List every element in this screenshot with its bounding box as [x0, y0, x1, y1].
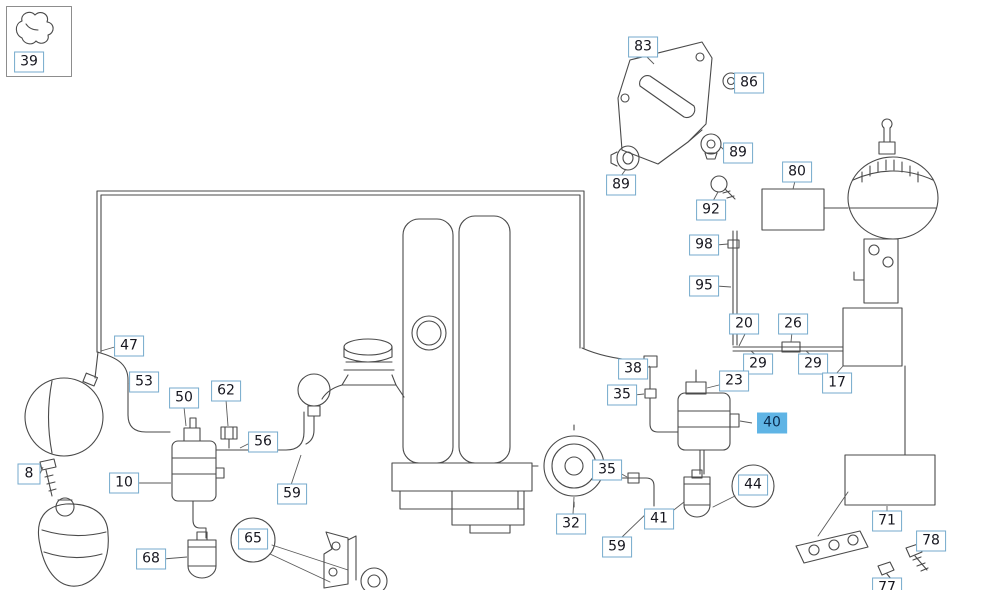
- part-label-77[interactable]: 77: [872, 577, 902, 590]
- part-label-23[interactable]: 23: [719, 370, 749, 392]
- part-label-10[interactable]: 10: [109, 472, 139, 494]
- part-label-50[interactable]: 50: [169, 387, 199, 409]
- part-label-8[interactable]: 8: [17, 463, 41, 485]
- part-label-59a[interactable]: 59: [277, 483, 307, 505]
- part-label-38[interactable]: 38: [618, 358, 648, 380]
- clip-icon: [15, 11, 54, 45]
- valve-unit-40: [643, 355, 740, 475]
- part-label-89b[interactable]: 89: [606, 174, 636, 196]
- group-circle-65: [230, 517, 349, 583]
- part-label-39[interactable]: 39: [14, 51, 44, 73]
- part-label-68[interactable]: 68: [136, 548, 166, 570]
- part-label-65[interactable]: 65: [238, 528, 268, 550]
- part-label-59b[interactable]: 59: [602, 536, 632, 558]
- legend-box: [6, 6, 72, 77]
- brake-booster: [847, 118, 939, 304]
- part-label-35a[interactable]: 35: [607, 384, 637, 406]
- part-label-78[interactable]: 78: [916, 530, 946, 552]
- filter-41: [683, 469, 711, 518]
- part-label-29a[interactable]: 29: [743, 353, 773, 375]
- part-label-29b[interactable]: 29: [798, 353, 828, 375]
- part-label-98[interactable]: 98: [689, 234, 719, 256]
- part-label-53[interactable]: 53: [129, 371, 159, 393]
- hydraulic-unit-17: [842, 307, 903, 367]
- part-label-26[interactable]: 26: [778, 313, 808, 335]
- part-label-86[interactable]: 86: [734, 72, 764, 94]
- part-label-80[interactable]: 80: [782, 161, 812, 183]
- engine-block: [391, 215, 533, 534]
- part-label-83[interactable]: 83: [628, 36, 658, 58]
- part-label-56[interactable]: 56: [248, 431, 278, 453]
- part-label-44[interactable]: 44: [738, 474, 768, 496]
- part-label-35b[interactable]: 35: [592, 459, 622, 481]
- group-circle-44: [712, 464, 775, 508]
- control-unit-71: [817, 454, 936, 537]
- screw-8: [39, 458, 57, 497]
- filter-68: [187, 531, 217, 579]
- part-label-40[interactable]: 40: [757, 412, 787, 434]
- part-label-47[interactable]: 47: [114, 335, 144, 357]
- part-label-95[interactable]: 95: [689, 275, 719, 297]
- part-label-41[interactable]: 41: [644, 508, 674, 530]
- part-label-20[interactable]: 20: [729, 313, 759, 335]
- pump-lower: [360, 567, 388, 590]
- part-label-32[interactable]: 32: [556, 513, 586, 535]
- part-label-17[interactable]: 17: [822, 372, 852, 394]
- grommet-89-right: [700, 133, 722, 160]
- throttle-assembly: [321, 338, 405, 400]
- expansion-tank: [38, 497, 109, 587]
- bolt-78: [905, 543, 929, 572]
- part-label-62[interactable]: 62: [211, 380, 241, 402]
- vacuum-reservoir: [24, 351, 104, 457]
- shutoff-valve-10: [171, 417, 225, 539]
- part-label-92[interactable]: 92: [696, 199, 726, 221]
- bracket-71: [795, 530, 869, 564]
- part-label-89a[interactable]: 89: [723, 142, 753, 164]
- part-label-71[interactable]: 71: [872, 510, 902, 532]
- bolt-92: [710, 175, 736, 200]
- bracket-lower: [323, 531, 357, 589]
- check-valve-62: [220, 426, 238, 440]
- grommet-89-left: [610, 145, 640, 171]
